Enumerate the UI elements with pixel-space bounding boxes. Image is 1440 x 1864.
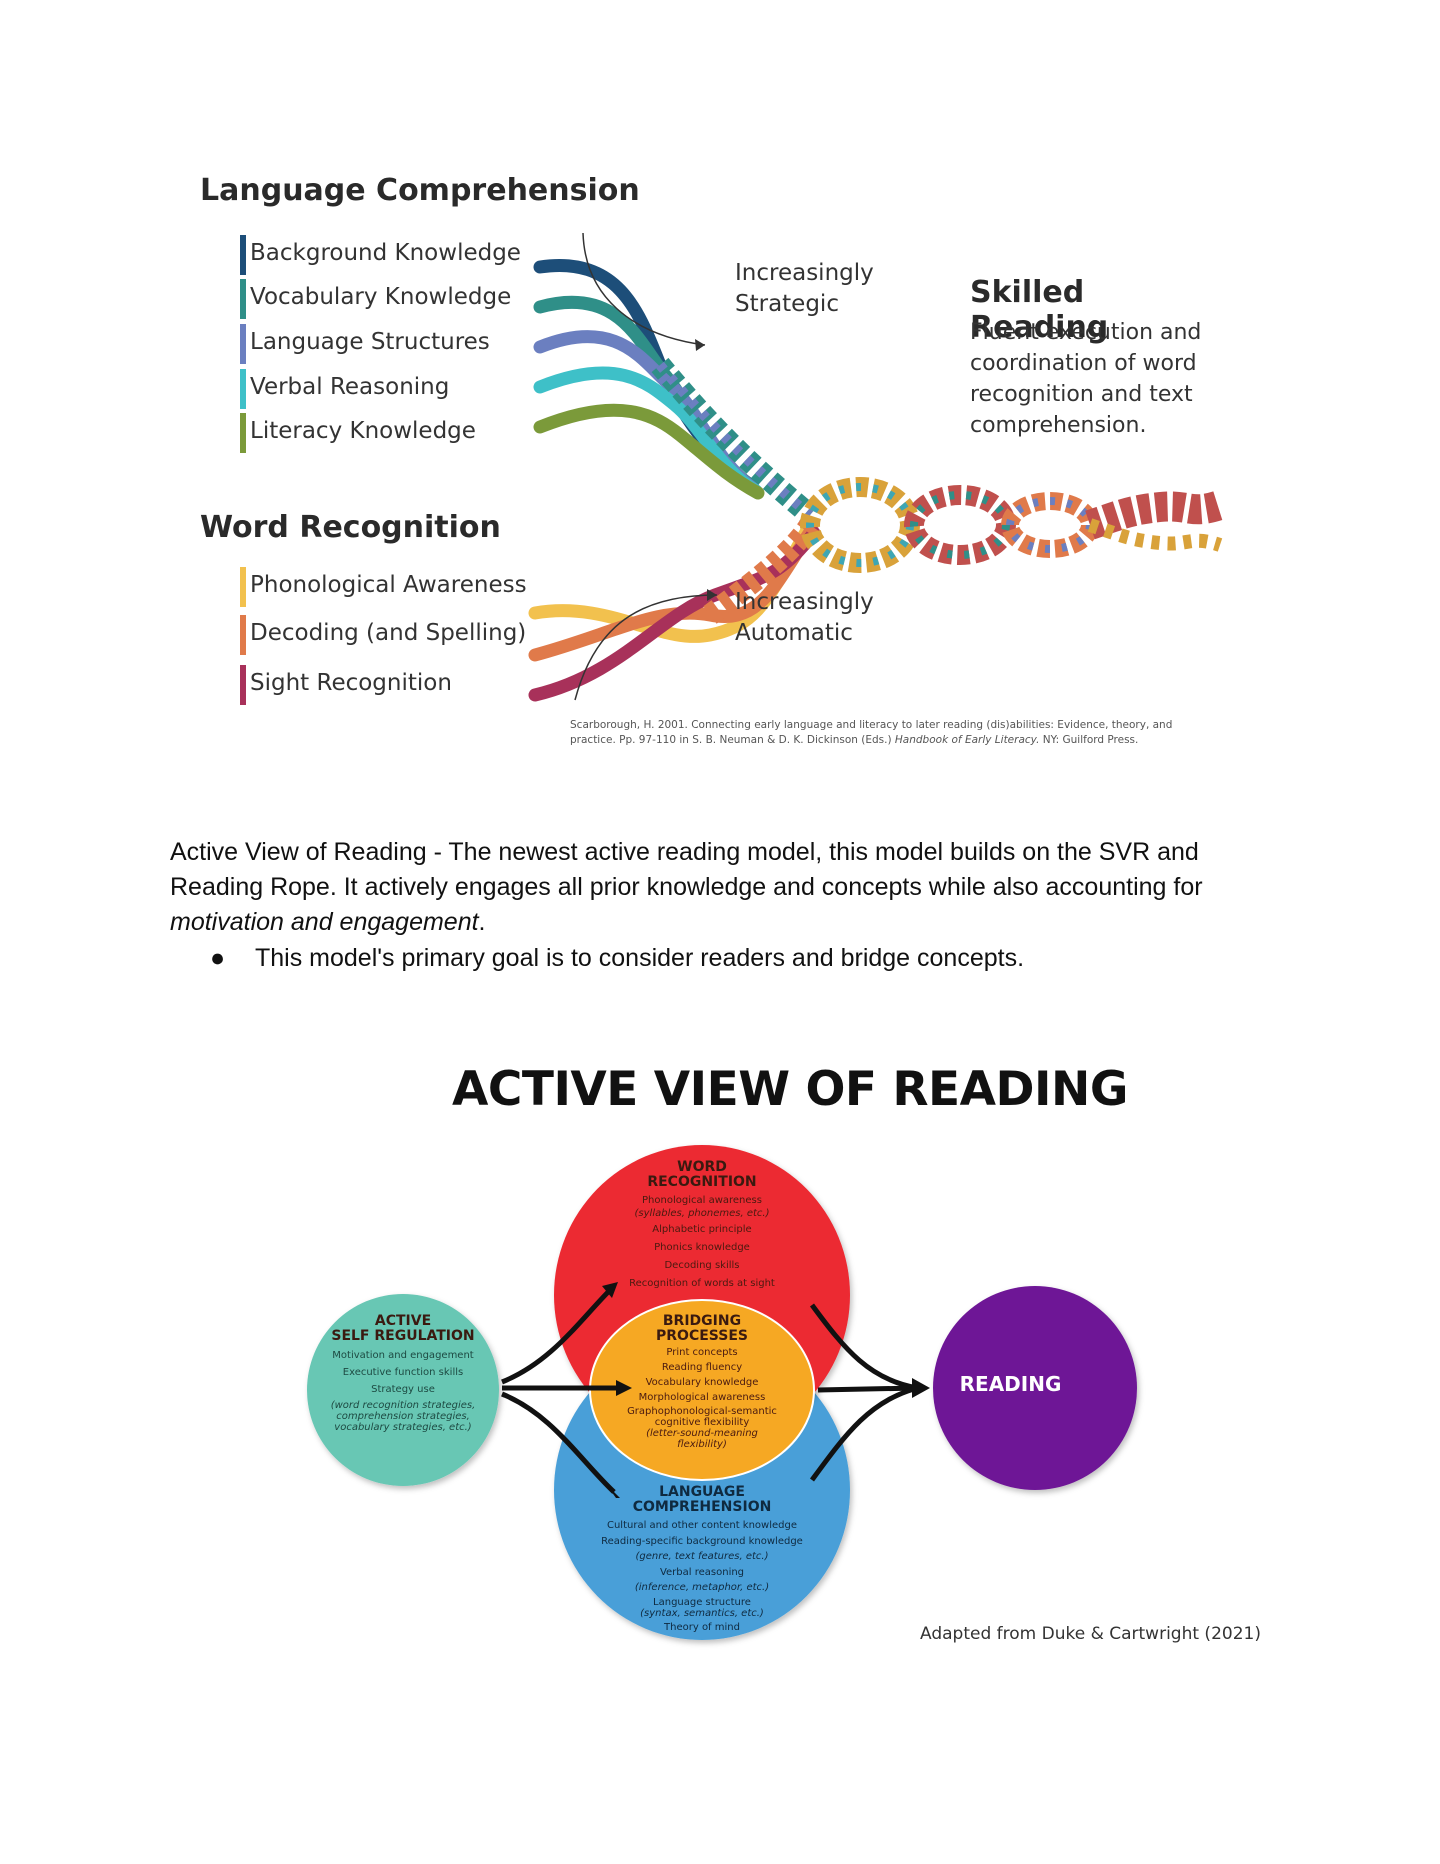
self-regulation-circle xyxy=(307,1294,499,1486)
strand-color-bar xyxy=(240,279,246,319)
active-view-paragraph: Active View of Reading - The newest acti… xyxy=(170,838,1203,936)
word-recognition-text: WORD RECOGNITION Phonological awareness … xyxy=(629,1159,775,1290)
increasingly-strategic-label: Increasingly Strategic xyxy=(735,260,874,317)
strand-sight-recognition: Sight Recognition xyxy=(240,665,452,705)
reading-circle xyxy=(933,1286,1137,1490)
active-view-of-reading-figure: ACTIVE VIEW OF READING WORD RECOGNITION … xyxy=(290,1050,1290,1670)
skilled-reading-description: Fluent execution and coordination of wor… xyxy=(970,320,1202,438)
rope-citation: Scarborough, H. 2001. Connecting early l… xyxy=(570,719,1173,746)
arrow-word-to-reading xyxy=(809,1303,919,1391)
strand-color-bar xyxy=(240,567,246,607)
arrow-to-word-recognition xyxy=(501,1286,614,1385)
bullet-marker: ● xyxy=(210,944,226,972)
arrow-bridging-to-reading xyxy=(817,1385,919,1393)
avr-diagram-graphic xyxy=(307,1145,1137,1640)
strand-language-structures: Language Structures xyxy=(240,324,490,364)
bullet-text: This model's primary goal is to consider… xyxy=(255,944,1025,972)
language-comprehension-text: LANGUAGE COMPREHENSION Cultural and othe… xyxy=(601,1484,803,1634)
rope-strands-graphic xyxy=(528,232,1225,702)
strand-color-bar xyxy=(240,615,246,655)
strand-color-bar xyxy=(240,235,246,275)
strand-color-bar xyxy=(240,324,246,364)
bridging-processes-text: BRIDGING PROCESSES Print concepts Readin… xyxy=(627,1313,777,1451)
strand-verbal-reasoning: Verbal Reasoning xyxy=(240,369,449,409)
increasingly-automatic-label: Increasingly Automatic xyxy=(735,589,874,646)
strand-color-bar xyxy=(240,413,246,453)
arrow-language-to-reading xyxy=(809,1385,919,1482)
word-recognition-title: Word Recognition xyxy=(200,510,501,545)
skilled-reading-title: Skilled Reading xyxy=(970,275,1109,345)
avr-title: ACTIVE VIEW OF READING xyxy=(452,1062,1128,1117)
strand-background-knowledge: Background Knowledge xyxy=(240,235,521,275)
strand-decoding: Decoding (and Spelling) xyxy=(240,615,526,655)
language-comprehension-title: Language Comprehension xyxy=(200,173,640,208)
arrow-to-language-comprehension xyxy=(501,1391,616,1494)
self-regulation-text: ACTIVE SELF REGULATION Motivation and en… xyxy=(330,1313,476,1434)
avr-credit: Adapted from Duke & Cartwright (2021) xyxy=(920,1624,1261,1644)
strand-vocabulary-knowledge: Vocabulary Knowledge xyxy=(240,279,511,319)
strand-color-bar xyxy=(240,369,246,409)
strand-phonological-awareness: Phonological Awareness xyxy=(240,567,527,607)
reading-label: READING xyxy=(959,1372,1062,1396)
strand-literacy-knowledge: Literacy Knowledge xyxy=(240,413,476,453)
reading-rope-figure: Language Comprehension Background Knowle… xyxy=(190,173,1230,765)
strand-color-bar xyxy=(240,665,246,705)
